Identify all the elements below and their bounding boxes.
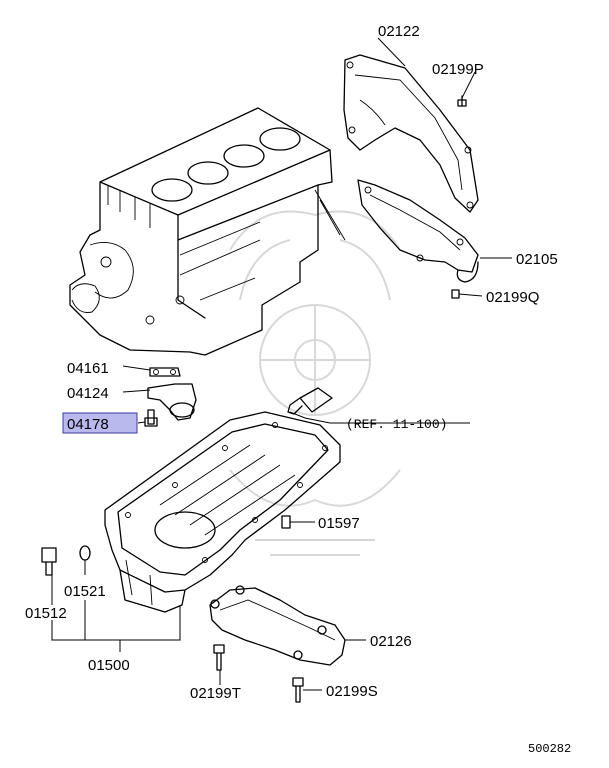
label-02105[interactable]: 02105 bbox=[516, 251, 558, 268]
label-01512[interactable]: 01512 bbox=[25, 605, 67, 622]
bolt-02199q bbox=[451, 289, 460, 299]
label-04161[interactable]: 04161 bbox=[67, 360, 109, 377]
label-02126[interactable]: 02126 bbox=[370, 633, 412, 650]
bracket bbox=[209, 585, 346, 666]
label-02199s[interactable]: 02199S bbox=[326, 683, 378, 700]
bolt-02199t bbox=[213, 644, 225, 671]
label-01521[interactable]: 01521 bbox=[64, 583, 106, 600]
drain-plug-group bbox=[41, 545, 91, 576]
cover-plate bbox=[357, 179, 479, 283]
label-01500[interactable]: 01500 bbox=[88, 657, 130, 674]
bolt-01597 bbox=[281, 515, 291, 529]
label-02122[interactable]: 02122 bbox=[378, 23, 420, 40]
reference-note[interactable]: (REF. 11-100) bbox=[346, 417, 447, 432]
label-02199q[interactable]: 02199Q bbox=[486, 289, 539, 306]
label-01597[interactable]: 01597 bbox=[318, 515, 360, 532]
oil-pan bbox=[104, 411, 341, 613]
label-04178[interactable]: 04178 bbox=[67, 416, 109, 433]
diagram-code: 500282 bbox=[528, 742, 571, 756]
watermark-emblem bbox=[229, 210, 401, 556]
bolt-02199s bbox=[292, 677, 304, 703]
label-02199p[interactable]: 02199P bbox=[432, 61, 484, 78]
rear-plate bbox=[343, 54, 479, 213]
oil-strainer-group bbox=[144, 367, 197, 427]
leader-lines bbox=[51, 37, 512, 691]
engine-block bbox=[69, 107, 346, 356]
label-02199t[interactable]: 02199T bbox=[190, 685, 241, 702]
label-04124[interactable]: 04124 bbox=[67, 385, 109, 402]
highlight-box bbox=[62, 412, 138, 434]
sealant-tube bbox=[287, 387, 333, 415]
